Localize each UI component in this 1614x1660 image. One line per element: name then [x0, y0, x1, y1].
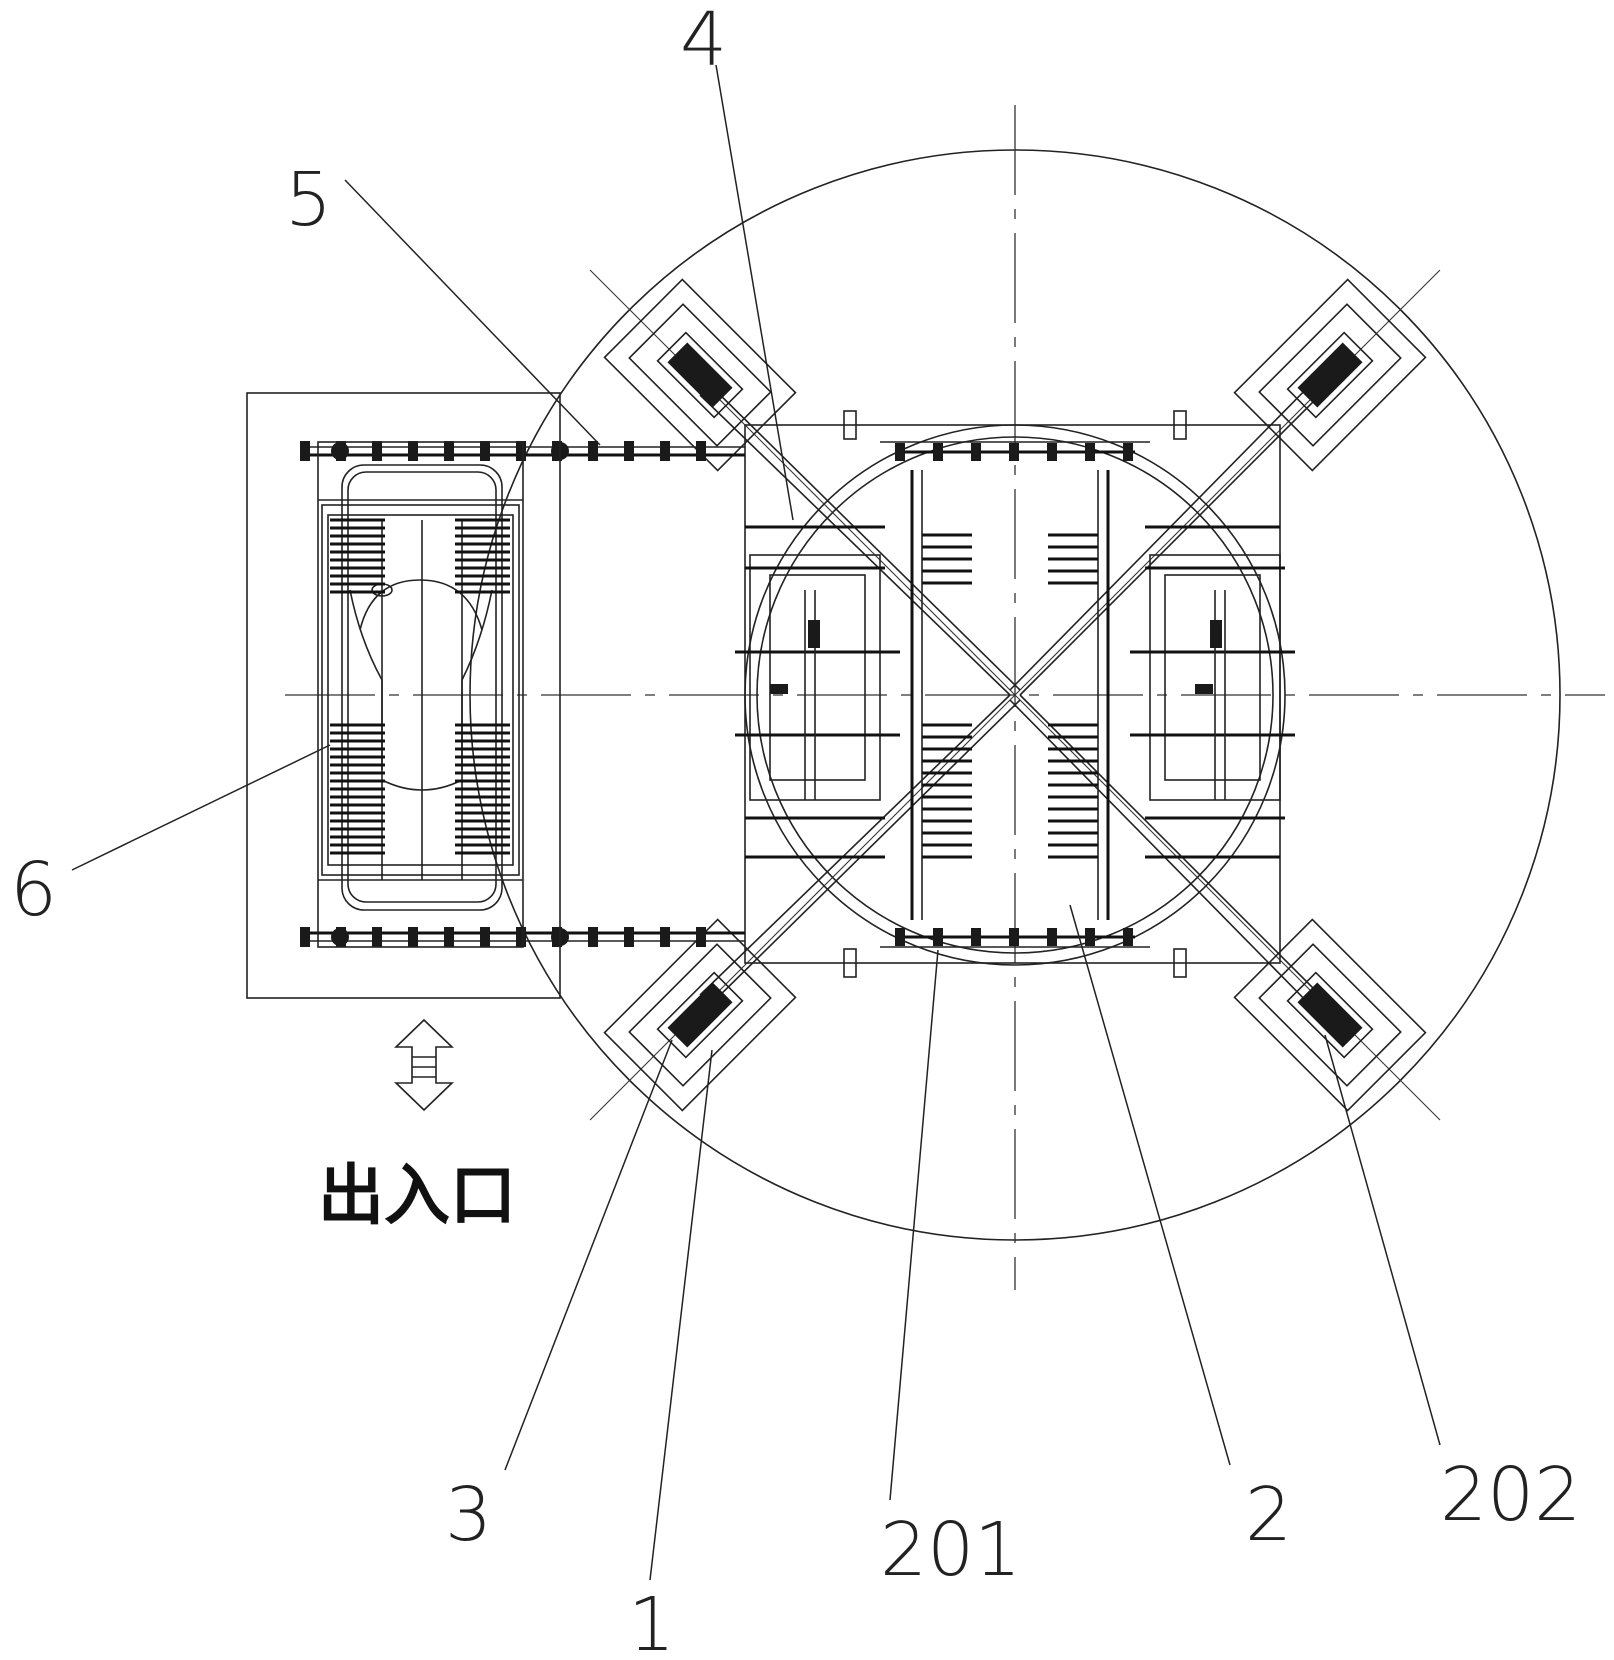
turntable-ellipse	[744, 424, 1286, 966]
support-pad-top-right	[1233, 278, 1427, 472]
label-3: 3	[445, 1472, 492, 1558]
entrance-label: 出入口	[318, 1157, 516, 1234]
parking-bay-inner	[317, 441, 524, 948]
frame-crossbeams	[745, 525, 1280, 859]
support-pad-bottom-left	[603, 918, 797, 1112]
parking-comb-plates	[330, 518, 510, 855]
leader-4	[715, 64, 794, 521]
comb-racks	[922, 533, 1098, 859]
label-201: 201	[880, 1507, 1021, 1593]
car-outline	[341, 464, 503, 911]
label-6: 6	[10, 847, 57, 933]
label-5: 5	[285, 157, 332, 243]
label-1: 1	[628, 1582, 675, 1660]
leader-6	[71, 744, 331, 871]
leader-3	[504, 1039, 673, 1471]
label-4: 4	[680, 0, 727, 83]
leader-lines	[71, 64, 1441, 1581]
leader-202	[1324, 1034, 1441, 1446]
label-2: 2	[1245, 1472, 1292, 1558]
leader-2	[1069, 904, 1231, 1466]
support-pad-top-left	[603, 278, 797, 472]
right-carriage	[1130, 554, 1295, 820]
diagonal-arms	[589, 269, 1441, 1121]
rail-bolts	[843, 410, 1187, 978]
left-carriage	[735, 554, 900, 820]
leader-5	[344, 179, 601, 446]
label-202: 202	[1440, 1452, 1581, 1538]
parking-bay-outline	[246, 392, 561, 999]
leader-201	[889, 949, 939, 1501]
connecting-rail-bolts	[300, 441, 706, 947]
leader-1	[649, 1049, 713, 1581]
support-pad-bottom-right	[1233, 918, 1427, 1112]
double-headed-vertical-arrow-icon	[394, 1018, 454, 1112]
